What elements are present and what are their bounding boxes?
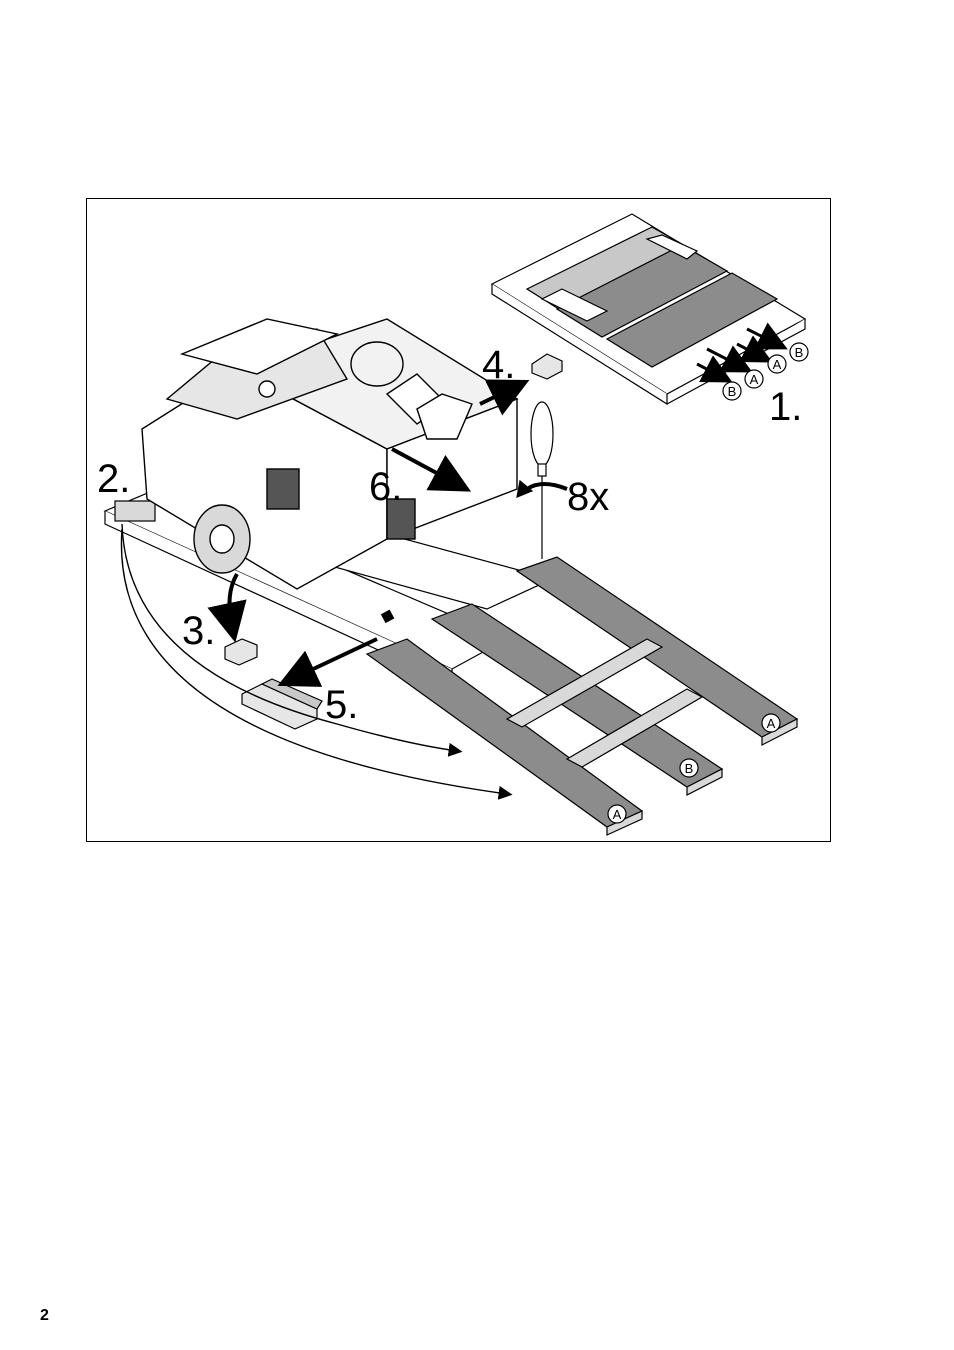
unpacking-illustration: A B A B A A B <box>87 199 831 842</box>
inset-badge-a2: A <box>773 357 782 372</box>
inset-badge-b1: B <box>728 384 737 399</box>
step-2-label: 2. <box>97 459 130 499</box>
step-5-label: 5. <box>325 685 358 725</box>
inset-badge-b2: B <box>795 345 804 360</box>
screwdriver-icon <box>517 402 567 559</box>
sweeper-machine <box>142 319 517 589</box>
page-number: 2 <box>40 1307 49 1325</box>
ramps <box>367 557 797 835</box>
ramp-badge-right: A <box>767 716 776 731</box>
instruction-figure: A B A B A A B 1. 2. 3. 4. 5. 6. 8x <box>86 198 831 842</box>
step-1-label: 1. <box>769 387 802 427</box>
ramp-badge-middle: B <box>685 761 694 776</box>
step-6-label: 6. <box>369 467 402 507</box>
screw-count-label: 8x <box>567 477 609 517</box>
step-4-label: 4. <box>482 345 515 385</box>
inset-badge-a1: A <box>750 372 759 387</box>
step-3-label: 3. <box>182 611 215 651</box>
ramp-badge-left: A <box>613 807 622 822</box>
